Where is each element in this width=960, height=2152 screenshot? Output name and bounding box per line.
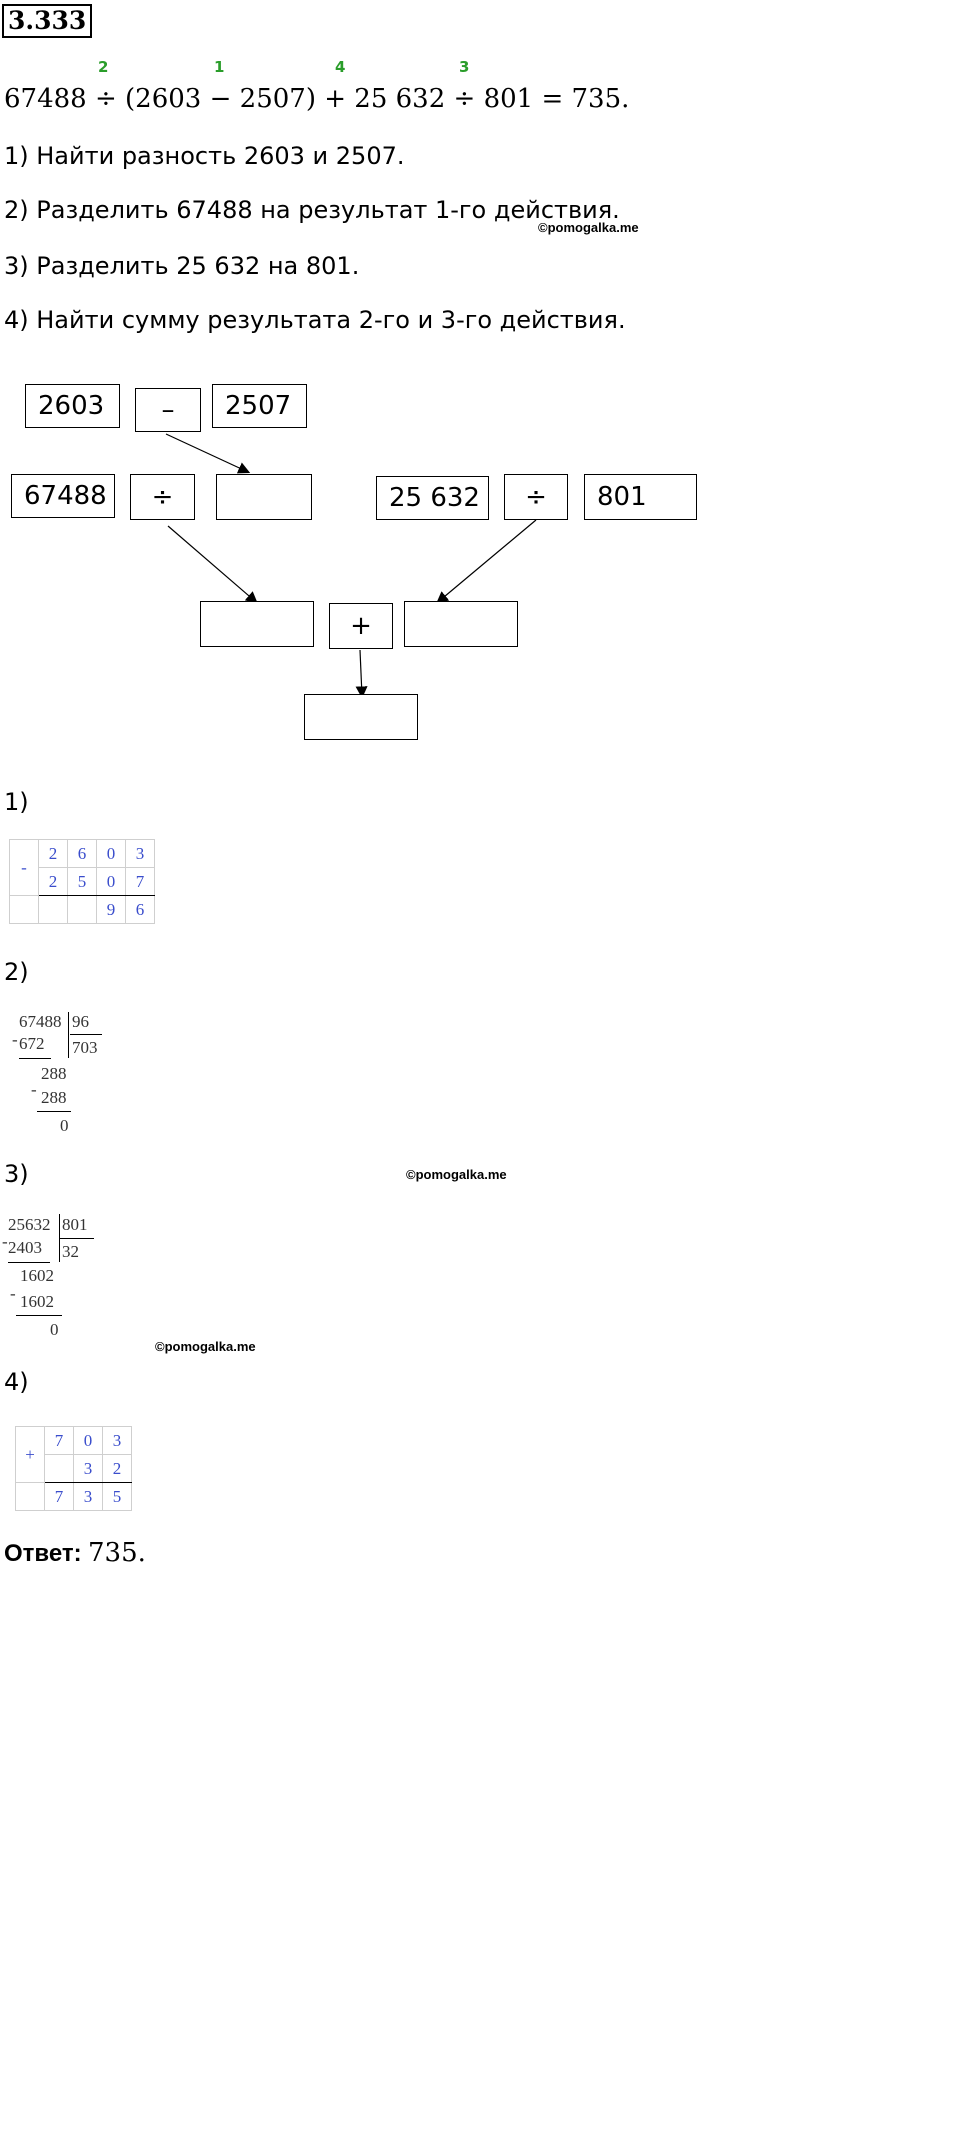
grid-cell	[44, 1454, 74, 1483]
grid-cell: 0	[96, 867, 126, 896]
division-1-sign-1: -	[12, 1030, 18, 1049]
step-4: 4) Найти сумму результата 2-го и 3-го де…	[4, 306, 626, 334]
division-2-sub-2: 1602	[20, 1292, 54, 1311]
box-dividend-1: 67488	[11, 474, 115, 518]
grid-cell: 9	[96, 895, 126, 924]
addition-sign: +	[15, 1426, 45, 1483]
division-1-sign-2: -	[31, 1080, 37, 1099]
division-1-sub-2: 288	[41, 1088, 67, 1107]
grid-cell	[9, 895, 39, 924]
grid-cell: 2	[102, 1454, 132, 1483]
grid-cell: 2	[38, 867, 68, 896]
division-2-quotient: 32	[62, 1242, 79, 1261]
expression: 67488 ÷ (2603 − 2507) + 25 632 ÷ 801 = 7…	[4, 84, 630, 114]
division-1-sub-1: 672	[19, 1034, 45, 1053]
grid-cell: 3	[73, 1482, 103, 1511]
grid-cell: 6	[67, 839, 97, 868]
division-2-line-1	[8, 1262, 50, 1263]
division-1-line-2	[37, 1111, 71, 1112]
grid-cell: 3	[73, 1454, 103, 1483]
box-minus-op: –	[135, 388, 201, 432]
division-1-rem-2: 0	[60, 1116, 69, 1135]
box-sum-empty	[304, 694, 418, 740]
division-2-sign-1: -	[2, 1232, 8, 1251]
division-1-divisor: 96	[72, 1012, 89, 1031]
division-1-rem-1: 288	[41, 1064, 67, 1083]
order-mark-1: 2	[98, 58, 109, 76]
division-2-rem-1: 1602	[20, 1266, 54, 1285]
division-2-rem-2: 0	[50, 1320, 59, 1339]
step-3: 3) Разделить 25 632 на 801.	[4, 252, 360, 280]
subtraction-grid: - 2 6 0 3 2 5 0 7 9 6	[9, 839, 155, 924]
diagram-arrows	[165, 433, 537, 699]
division-1-line-1	[19, 1058, 51, 1059]
subtraction-sign: -	[9, 839, 39, 896]
step-2: 2) Разделить 67488 на результат 1-го дей…	[4, 196, 620, 224]
grid-cell: 2	[38, 839, 68, 868]
division-2-line-2	[16, 1315, 62, 1316]
order-mark-2: 1	[214, 58, 225, 76]
box-minuend: 2603	[25, 384, 120, 428]
grid-cell	[38, 895, 68, 924]
watermark-2: ©pomogalka.me	[406, 1167, 507, 1182]
grid-cell: 3	[102, 1426, 132, 1455]
grid-cell: 7	[44, 1482, 74, 1511]
box-dividend-2: 25 632	[376, 476, 489, 520]
problem-number: 3.333	[2, 4, 93, 38]
watermark: ©pomogalka.me	[538, 220, 639, 235]
box-plus-op: +	[329, 603, 393, 649]
grid-cell	[15, 1482, 45, 1511]
addition-grid: + 7 0 3 3 2 7 3 5	[15, 1426, 132, 1511]
division-1-bar-h	[70, 1034, 102, 1035]
label-step-1: 1)	[4, 788, 29, 816]
box-divisor-2: 801	[584, 474, 697, 520]
division-2-sub-1: 2403	[8, 1238, 42, 1257]
division-2-bar-v	[59, 1214, 60, 1262]
arrow-to-quotient-2	[436, 519, 537, 604]
step-1: 1) Найти разность 2603 и 2507.	[4, 142, 405, 170]
grid-cell: 0	[73, 1426, 103, 1455]
grid-cell: 5	[67, 867, 97, 896]
arrow-to-sum	[355, 649, 368, 699]
division-2-divisor: 801	[62, 1215, 88, 1234]
arrow-to-difference	[165, 433, 251, 474]
box-div-op-2: ÷	[504, 474, 568, 520]
grid-cell: 5	[102, 1482, 132, 1511]
division-2-sign-2: -	[10, 1284, 16, 1303]
watermark-3: ©pomogalka.me	[155, 1339, 256, 1354]
box-subtrahend: 2507	[212, 384, 307, 428]
division-1-quotient: 703	[72, 1038, 98, 1057]
grid-cell: 7	[44, 1426, 74, 1455]
label-step-2: 2)	[4, 958, 29, 986]
grid-cell: 7	[125, 867, 155, 896]
box-difference-empty	[216, 474, 312, 520]
division-2-dividend: 25632	[8, 1215, 51, 1234]
box-quotient-1-empty	[200, 601, 314, 647]
order-mark-4: 3	[459, 58, 470, 76]
arrow-to-quotient-1	[167, 525, 258, 604]
grid-cell	[67, 895, 97, 924]
box-div-op-1: ÷	[130, 474, 195, 520]
label-step-3: 3)	[4, 1160, 29, 1188]
grid-cell: 6	[125, 895, 155, 924]
answer-label: Ответ:	[4, 1540, 82, 1567]
answer-value: 735.	[88, 1538, 146, 1568]
division-1-dividend: 67488	[19, 1012, 62, 1031]
division-1-bar-v	[68, 1012, 69, 1058]
box-quotient-2-empty	[404, 601, 518, 647]
label-step-4: 4)	[4, 1368, 29, 1396]
grid-cell: 3	[125, 839, 155, 868]
order-mark-3: 4	[335, 58, 346, 76]
division-2-bar-h	[60, 1238, 94, 1239]
grid-cell: 0	[96, 839, 126, 868]
